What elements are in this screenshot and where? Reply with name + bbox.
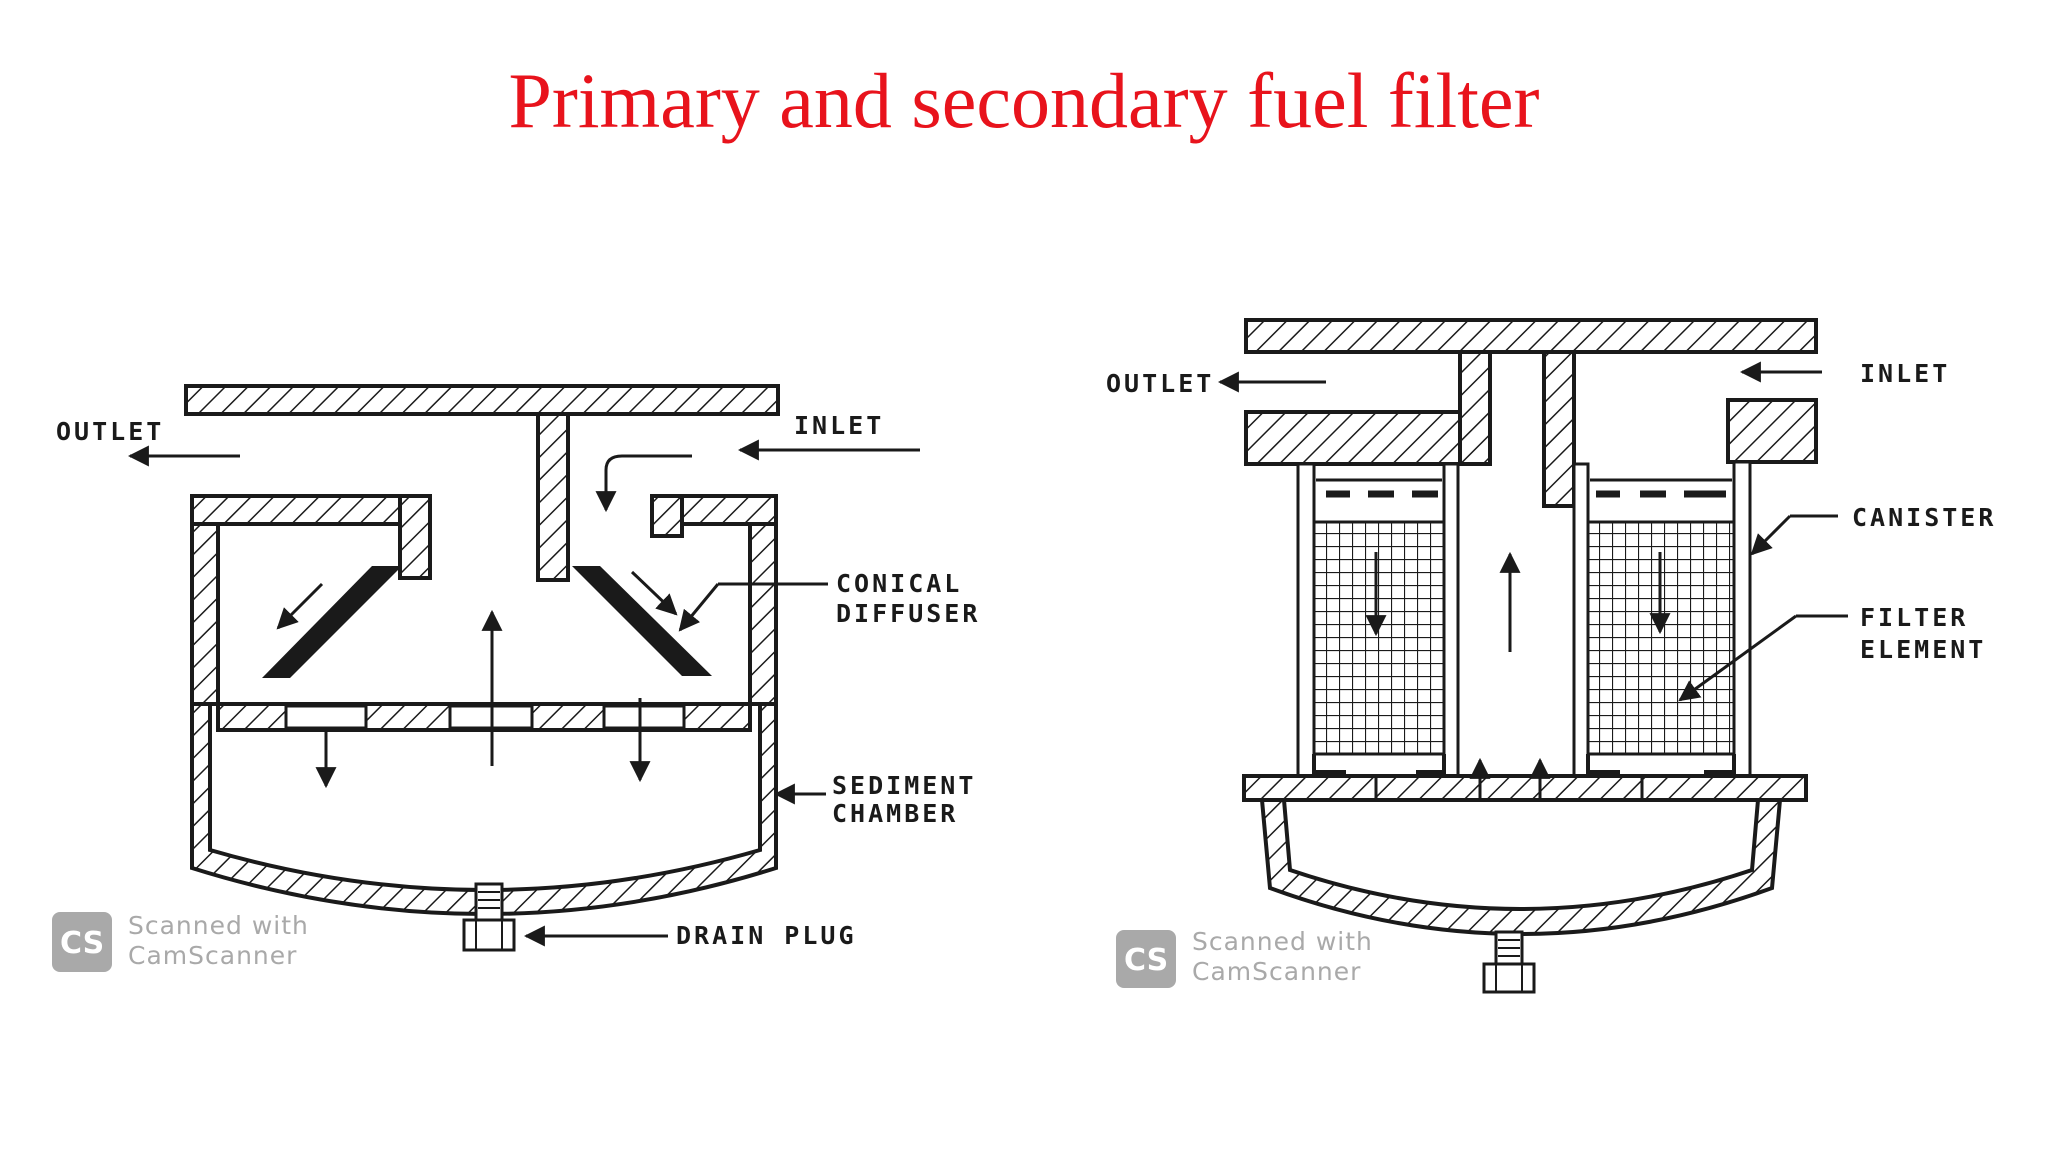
- drain-plug-label: DRAIN PLUG: [676, 921, 857, 950]
- secondary-outlet-label: OUTLET: [1106, 369, 1214, 398]
- filter-element-label-line1: FILTER: [1860, 603, 1968, 632]
- primary-top-cover: [184, 384, 780, 416]
- sediment-chamber-label-line1: SEDIMENT: [832, 771, 976, 800]
- camscanner-logo: [1116, 930, 1176, 988]
- canister-label: CANISTER: [1852, 503, 1996, 532]
- secondary-top-cover: [1244, 318, 1818, 354]
- camscanner-logo-text: CS: [60, 926, 104, 961]
- conical-diffuser-right-blade: [572, 566, 712, 676]
- watermark-left: CS Scanned with CamScanner: [52, 911, 309, 972]
- filter-element-label-line2: ELEMENT: [1860, 635, 1986, 664]
- primary-inlet-label: INLET: [794, 411, 884, 440]
- secondary-drain-plug: [1482, 930, 1536, 994]
- primary-central-partition: [536, 412, 570, 582]
- secondary-head-right: [1726, 398, 1818, 464]
- slide-title: Primary and secondary fuel filter: [508, 57, 1540, 144]
- conical-diffuser-left-blade: [262, 566, 402, 678]
- watermark-line2: CamScanner: [128, 941, 297, 970]
- camscanner-logo: [52, 912, 112, 972]
- secondary-filter: OUTLET INLET CANISTER FILTER ELEMENT: [1106, 318, 1996, 994]
- secondary-bowl-flange: [1242, 774, 1808, 802]
- primary-inner-left-lip: [398, 494, 432, 580]
- conical-diffuser-label-line2: DIFFUSER: [836, 599, 980, 628]
- watermark-line2: CamScanner: [1192, 957, 1361, 986]
- watermark-right: CS Scanned with CamScanner: [1116, 927, 1373, 988]
- filter-element-left: [1312, 520, 1446, 756]
- primary-right-wall: [748, 522, 778, 706]
- secondary-central-tube: [1542, 350, 1576, 508]
- canister-right-wall: [1732, 460, 1752, 784]
- drain-plug: [462, 882, 516, 952]
- primary-left-wall: [190, 522, 220, 706]
- canister-left-wall: [1296, 462, 1316, 784]
- camscanner-logo-text: CS: [1124, 943, 1168, 978]
- secondary-head-left: [1244, 410, 1492, 466]
- secondary-bowl: [1259, 798, 1783, 936]
- primary-inner-right-lip: [650, 494, 684, 538]
- watermark-line1: Scanned with: [128, 911, 309, 940]
- primary-upper-left-ledge: [190, 494, 432, 526]
- primary-outlet-label: OUTLET: [56, 417, 164, 446]
- sediment-chamber-label-line2: CHAMBER: [832, 799, 958, 828]
- watermark-line1: Scanned with: [1192, 927, 1373, 956]
- primary-filter: OUTLET INLET CONICAL DIFFUSER SEDIMENT C…: [56, 384, 980, 952]
- conical-diffuser-label-line1: CONICAL: [836, 569, 962, 598]
- secondary-inlet-label: INLET: [1860, 359, 1950, 388]
